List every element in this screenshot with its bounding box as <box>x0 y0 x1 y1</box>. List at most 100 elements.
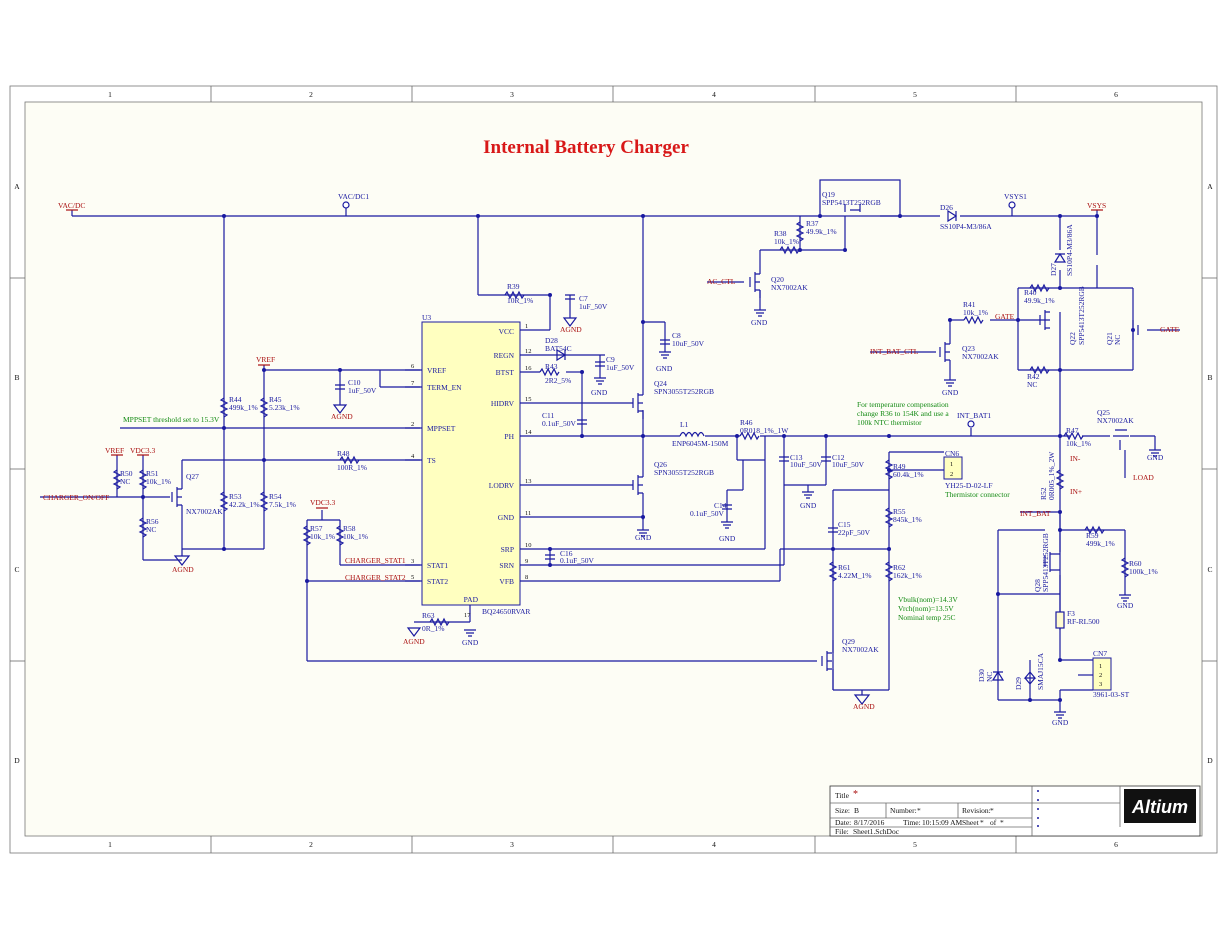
title-value: * <box>853 789 858 800</box>
svg-text:1: 1 <box>525 323 528 330</box>
svg-text:100R_1%: 100R_1% <box>337 463 367 472</box>
svg-text:0.1uF_50V: 0.1uF_50V <box>542 419 577 428</box>
col-label-1b: 1 <box>108 840 112 849</box>
l1-symbol <box>679 431 705 438</box>
svg-text:R44: R44 <box>229 395 242 404</box>
ground-symbols <box>173 309 1161 719</box>
svg-text:C9: C9 <box>606 355 615 364</box>
page-title: Internal Battery Charger <box>483 137 689 158</box>
svg-text:SS10P4-M3/86A: SS10P4-M3/86A <box>1065 224 1074 276</box>
svg-text:GND: GND <box>719 534 736 543</box>
svg-text:R47: R47 <box>1066 426 1079 435</box>
svg-text:ENP6045M-150M: ENP6045M-150M <box>672 439 729 448</box>
r62-symbol <box>884 561 894 582</box>
r42-symbol <box>1029 365 1050 375</box>
svg-text:3: 3 <box>411 558 414 565</box>
net-vref: VREF <box>256 355 275 364</box>
r38-symbol <box>779 245 800 255</box>
svg-text:SPN3055T252RGB: SPN3055T252RGB <box>654 387 714 396</box>
ic-pin-pad: PAD <box>464 595 479 604</box>
svg-text:GND: GND <box>751 318 768 327</box>
ic-pin-gnd: GND <box>498 513 515 522</box>
svg-text:AGND: AGND <box>172 565 194 574</box>
svg-text:GND: GND <box>1052 718 1069 727</box>
d26-symbol <box>947 209 958 223</box>
rotated-labels: D27 SS10P4-M3/86A Q22 SPP5413T252RGB Q21… <box>977 224 1122 690</box>
net-labels: VAC/DC VSYS VREF VREF VDC3.3 VDC3.3 CHAR… <box>43 201 1180 582</box>
col-label-6b: 6 <box>1114 840 1118 849</box>
revision-value: * <box>990 806 994 815</box>
q20-symbol <box>749 266 761 298</box>
svg-text:NX7002AK: NX7002AK <box>962 352 999 361</box>
svg-text:0R018_1%_1W: 0R018_1%_1W <box>740 426 789 435</box>
svg-text:Q24: Q24 <box>654 379 667 388</box>
svg-text:AGND: AGND <box>403 637 425 646</box>
note-temp-1: For temperature compensation <box>857 400 949 409</box>
svg-text:R41: R41 <box>963 300 976 309</box>
gnd-pad <box>464 629 476 637</box>
net-vdc33: VDC3.3 <box>130 446 155 455</box>
gnd-q25 <box>1149 449 1161 457</box>
svg-text:10k_1%: 10k_1% <box>343 532 368 541</box>
d27-symbol <box>1053 252 1067 263</box>
c8-symbol <box>660 339 670 345</box>
svg-text:16: 16 <box>525 365 532 372</box>
svg-text:1: 1 <box>950 461 953 468</box>
svg-text:60.4k_1%: 60.4k_1% <box>893 470 924 479</box>
power-ports <box>66 201 1103 509</box>
agnd-q27 <box>173 555 191 566</box>
r55-symbol <box>884 507 894 528</box>
svg-text:NX7002AK: NX7002AK <box>771 283 808 292</box>
note-mppset: MPPSET threshold set to 15.3V <box>123 415 220 424</box>
svg-text:GND: GND <box>462 638 479 647</box>
svg-text:R38: R38 <box>774 229 787 238</box>
svg-text:22pF_50V: 22pF_50V <box>838 528 871 537</box>
net-int-bat-ctl: INT_BAT_CTL <box>870 347 919 356</box>
r51-symbol <box>138 469 148 490</box>
r39-symbol <box>504 290 525 300</box>
junction-dots <box>141 214 1135 702</box>
svg-text:1uF_50V: 1uF_50V <box>606 363 635 372</box>
row-label-c2: C <box>1207 565 1212 574</box>
svg-text:5.23k_1%: 5.23k_1% <box>269 403 300 412</box>
svg-text:C14: C14 <box>714 501 727 510</box>
net-int-bat1: INT_BAT1 <box>957 411 991 420</box>
note-temp-2: change R36 to 154K and use a <box>857 409 949 418</box>
svg-text:SPP5413T252RGB: SPP5413T252RGB <box>822 198 881 207</box>
r53-symbol <box>219 491 229 512</box>
col-label-3b: 3 <box>510 840 514 849</box>
net-int-bat: INT_BAT <box>1020 509 1051 518</box>
r43-symbol <box>539 367 560 377</box>
svg-text:C7: C7 <box>579 294 588 303</box>
col-label-4b: 4 <box>712 840 716 849</box>
vsys1-port <box>1008 201 1016 209</box>
col-label-4: 4 <box>712 90 716 99</box>
svg-text:0.1uF_50V: 0.1uF_50V <box>560 556 595 565</box>
svg-text:R59: R59 <box>1086 531 1099 540</box>
col-label-2b: 2 <box>309 840 313 849</box>
svg-text:1uF_50V: 1uF_50V <box>348 386 377 395</box>
svg-text:7.5k_1%: 7.5k_1% <box>269 500 296 509</box>
svg-text:4.22M_1%: 4.22M_1% <box>838 571 872 580</box>
svg-text:Q27: Q27 <box>186 472 199 481</box>
r41-symbol <box>963 315 984 325</box>
svg-text:845k_1%: 845k_1% <box>893 515 922 524</box>
note-cn6: Thermistor connector <box>945 490 1010 499</box>
net-vref-2: VREF <box>105 446 124 455</box>
gnd-r60 <box>1119 594 1131 602</box>
svg-text:R61: R61 <box>838 563 851 572</box>
port-labels: VAC/DC1 VSYS1 INT_BAT1 <box>338 192 1027 420</box>
row-label-b2: B <box>1207 373 1212 382</box>
gnd-q23 <box>944 379 956 387</box>
col-label-5: 5 <box>913 90 917 99</box>
ic-pin-vcc: VCC <box>499 327 514 336</box>
int-bat1-port <box>967 420 975 428</box>
row-label-b: B <box>14 373 19 382</box>
svg-text:R40: R40 <box>1024 288 1037 297</box>
svg-text:D26: D26 <box>940 203 953 212</box>
cn7-connector: 1 2 3 <box>1092 657 1112 691</box>
svg-text:NX7002AK: NX7002AK <box>186 507 223 516</box>
svg-text:R56: R56 <box>146 517 159 526</box>
svg-text:GND: GND <box>800 501 817 510</box>
